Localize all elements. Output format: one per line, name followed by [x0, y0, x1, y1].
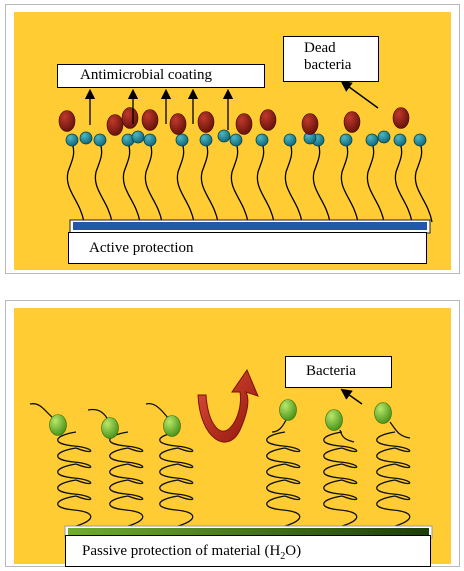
- attached-molecule-icon: [340, 134, 352, 146]
- live-bacterium-icon: [50, 415, 67, 436]
- attached-molecule-icon: [132, 131, 144, 143]
- attached-molecule-icon: [144, 134, 156, 146]
- active-bar: [73, 222, 427, 230]
- attached-molecule-icon: [66, 134, 78, 146]
- bacteria-label: Bacteria: [285, 356, 392, 388]
- attached-molecule-icon: [394, 134, 406, 146]
- attached-molecule-icon: [200, 134, 212, 146]
- live-bacterium-icon: [164, 416, 181, 437]
- attached-molecule-icon: [378, 131, 390, 143]
- passive-protection-text: Passive protection of material (H: [82, 543, 280, 559]
- live-bacterium-icon: [375, 403, 392, 424]
- dead-bacterium-icon: [122, 108, 138, 129]
- attached-molecule-icon: [230, 134, 242, 146]
- dead-bacterium-icon: [170, 114, 186, 135]
- live-bacterium-icon: [280, 400, 297, 421]
- attached-molecule-icon: [256, 134, 268, 146]
- live-bacterium-icon: [326, 410, 343, 431]
- dead-bacterium-icon: [59, 111, 75, 132]
- attached-molecule-icon: [284, 134, 296, 146]
- dead-bacterium-icon: [260, 110, 276, 131]
- dead-bacterium-icon: [393, 108, 409, 129]
- passive-protection-label: Passive protection of material (H2O): [65, 535, 431, 567]
- attached-molecule-icon: [414, 134, 426, 146]
- passive-protection-tail: O): [285, 543, 301, 559]
- dead-bacteria-label: Dead bacteria: [283, 36, 379, 82]
- dead-bacterium-icon: [344, 112, 360, 133]
- live-bacterium-icon: [102, 418, 119, 439]
- antimicrobial-coating-label: Antimicrobial coating: [57, 64, 265, 88]
- attached-molecule-icon: [94, 134, 106, 146]
- attached-molecule-icon: [176, 134, 188, 146]
- attached-molecule-icon: [366, 134, 378, 146]
- dead-bacterium-icon: [302, 114, 318, 135]
- active-protection-label: Active protection: [68, 232, 427, 264]
- dead-bacterium-icon: [142, 110, 158, 131]
- attached-molecule-icon: [218, 130, 230, 142]
- attached-molecule-icon: [80, 132, 92, 144]
- dead-bacterium-icon: [236, 114, 252, 135]
- dead-bacterium-icon: [107, 115, 123, 136]
- dead-bacterium-icon: [198, 112, 214, 133]
